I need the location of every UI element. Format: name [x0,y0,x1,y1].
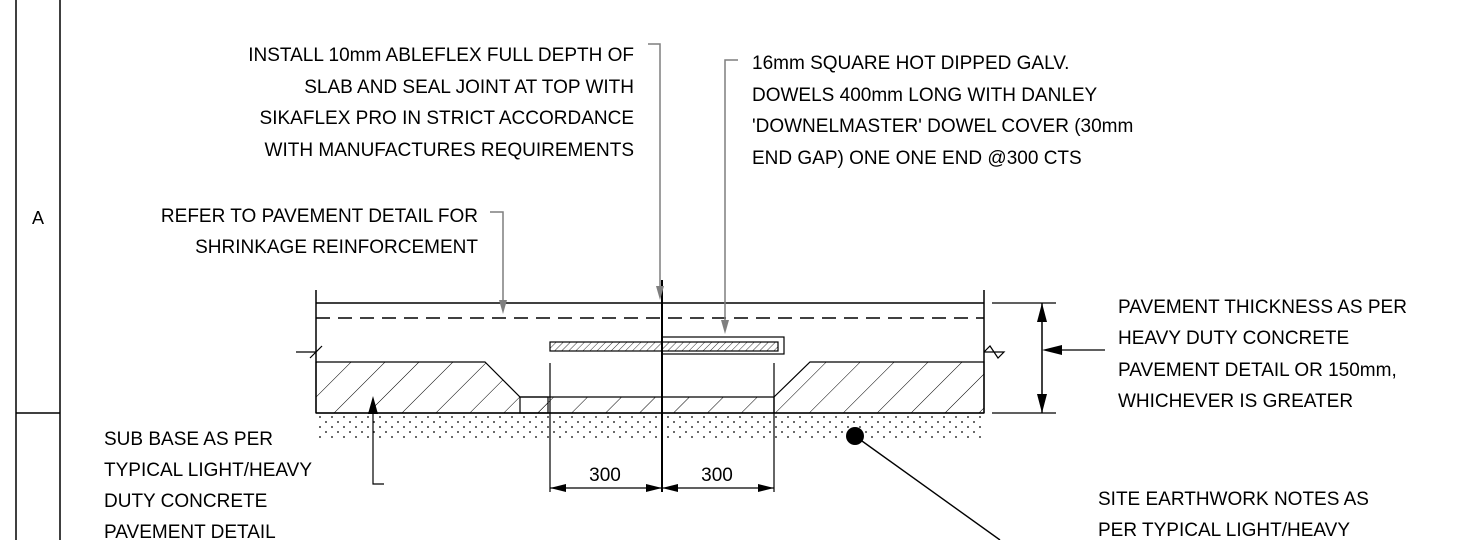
note-subbase-line-4: PAVEMENT DETAIL [104,522,276,540]
note-dowels-line-3: 'DOWNELMASTER' DOWEL COVER (30mm [752,116,1133,137]
note-subbase-line-2: TYPICAL LIGHT/HEAVY [104,460,312,481]
earthwork-leader [846,427,1001,540]
note-dowels-line-2: DOWELS 400mm LONG WITH DANLEY [752,85,1098,106]
note-dowels-line-1: 16mm SQUARE HOT DIPPED GALV. [752,53,1069,74]
note-earthwork-line-2: PER TYPICAL LIGHT/HEAVY [1098,520,1350,540]
dimension-right-300: 300 [701,465,733,486]
note-ableflex-line-1: INSTALL 10mm ABLEFLEX FULL DEPTH OF [248,45,634,66]
leaders [490,43,738,334]
sheet-border [15,0,61,540]
subbase-left [315,361,549,414]
dowel-dimension [549,363,775,492]
note-subbase-line-3: DUTY CONCRETE [104,491,267,512]
note-thickness-line-4: WHICHEVER IS GREATER [1118,391,1353,412]
note-dowels-line-4: END GAP) ONE ONE END @300 CTS [752,148,1082,169]
note-thickness: PAVEMENT THICKNESS AS PER HEAVY DUTY CON… [1118,297,1407,412]
note-earthwork-line-1: SITE EARTHWORK NOTES AS [1098,489,1369,510]
note-ableflex-line-3: SIKAFLEX PRO IN STRICT ACCORDANCE [260,108,634,129]
grid-reference-label: A [32,208,44,228]
note-earthwork: SITE EARTHWORK NOTES AS PER TYPICAL LIGH… [1098,489,1369,540]
dowel-bar [549,341,779,352]
thickness-dimension [992,302,1105,414]
note-subbase-line-1: SUB BASE AS PER [104,429,273,450]
subbase-middle [519,396,775,414]
subbase-right [773,361,985,414]
subbase-leader [368,396,384,485]
subgrade-fill [316,413,984,440]
slab-outline [296,290,1006,414]
note-reinforcement: REFER TO PAVEMENT DETAIL FOR SHRINKAGE R… [161,206,478,258]
note-thickness-line-2: HEAVY DUTY CONCRETE [1118,328,1349,349]
note-ableflex-line-4: WITH MANUFACTURES REQUIREMENTS [265,140,634,161]
note-dowels: 16mm SQUARE HOT DIPPED GALV. DOWELS 400m… [752,53,1133,169]
note-subbase: SUB BASE AS PER TYPICAL LIGHT/HEAVY DUTY… [104,429,312,540]
note-reinforcement-line-2: SHRINKAGE REINFORCEMENT [195,237,478,258]
dimension-left-300: 300 [589,465,621,486]
note-ableflex: INSTALL 10mm ABLEFLEX FULL DEPTH OF SLAB… [248,45,634,161]
note-reinforcement-line-1: REFER TO PAVEMENT DETAIL FOR [161,206,478,227]
note-thickness-line-3: PAVEMENT DETAIL OR 150mm, [1118,360,1397,381]
note-ableflex-line-2: SLAB AND SEAL JOINT AT TOP WITH [304,77,634,98]
note-thickness-line-1: PAVEMENT THICKNESS AS PER [1118,297,1407,318]
